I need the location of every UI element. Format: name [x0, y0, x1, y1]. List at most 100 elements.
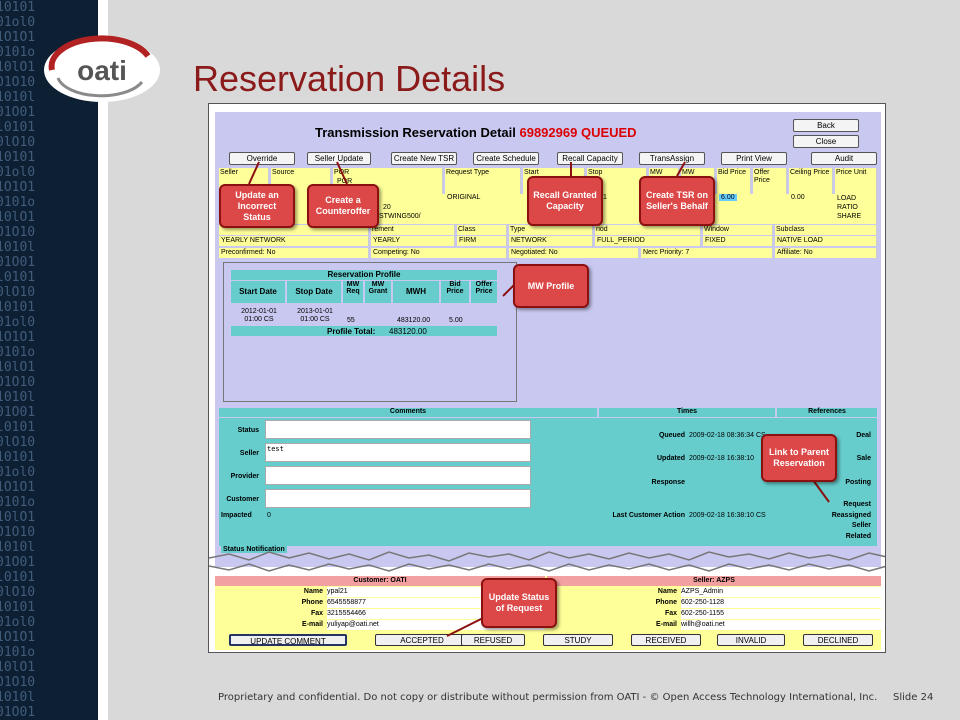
comments-header: Comments — [219, 408, 597, 417]
update-comment-button[interactable]: UPDATE COMMENT — [229, 634, 347, 646]
customer-name-label: Name — [303, 588, 323, 595]
svc-val-3: NETWORK — [509, 236, 593, 246]
seller-header: Seller: AZPS — [547, 576, 881, 586]
svc-hdr-subclass: Subclass — [775, 225, 877, 235]
request-type-value: ORIGINAL — [447, 194, 481, 201]
svc-val-0: YEARLY NETWORK — [219, 236, 369, 246]
print-view-button[interactable]: Print View — [721, 152, 787, 165]
svc-val-2: FIRM — [457, 236, 507, 246]
profile-total-row — [231, 326, 497, 336]
callout-recall: Recall Granted Capacity — [527, 176, 603, 226]
ref-request: Request — [843, 501, 871, 508]
svc-hdr-type: Type — [509, 225, 593, 235]
last-action-label: Last Customer Action — [612, 512, 685, 519]
svc-hdr-0 — [219, 225, 369, 235]
declined-button[interactable]: DECLINED — [803, 634, 873, 646]
hdr-price-unit: Price Unit — [835, 168, 877, 194]
back-button[interactable]: Back — [793, 119, 859, 132]
customer-phone-value: 6545558877 — [327, 598, 545, 608]
svc-hdr-class: Class — [457, 225, 507, 235]
oati-logo: oati — [44, 35, 160, 102]
ref-posting: Posting — [845, 479, 871, 486]
profile-hdr-bid: Bid Price — [441, 281, 469, 303]
reservation-panel: Transmission Reservation Detail 69892969… — [215, 112, 881, 567]
hdr-bid: Bid Price — [717, 168, 751, 194]
updated-value: 2009-02-18 16:38:10 — [689, 455, 754, 462]
seller-email-label: E-mail — [655, 621, 677, 628]
callout-mw-profile: MW Profile — [513, 264, 589, 308]
seller-name-label: Name — [657, 588, 677, 595]
refused-button[interactable]: REFUSED — [461, 634, 525, 646]
updated-label: Updated — [657, 455, 685, 462]
received-button[interactable]: RECEIVED — [631, 634, 701, 646]
flag-affiliate: Affiliate: No — [775, 248, 877, 258]
profile-mwh-value: 483120.00 — [397, 317, 431, 324]
customer-header: Customer: OATI — [215, 576, 545, 586]
close-button[interactable]: Close — [793, 135, 859, 148]
refs-header: References — [777, 408, 877, 417]
callout-create-tsr: Create TSR on Seller's Behalf — [639, 176, 715, 226]
flag-nerc-priority: Nerc Priority: 7 — [641, 248, 773, 258]
ref-related: Related — [845, 533, 871, 540]
profile-total-value: 483120.00 — [389, 327, 427, 336]
last-action-value: 2009-02-18 16:38:10 CS — [689, 512, 766, 519]
invalid-button[interactable]: INVALID — [717, 634, 785, 646]
seller-comment-label: Seller — [239, 450, 259, 457]
ref-reassigned: Reassigned — [831, 512, 871, 519]
profile-mwreq-value: 55 — [347, 317, 355, 324]
profile-hdr-mwreq: MW Req — [343, 281, 363, 303]
recall-capacity-button[interactable]: Recall Capacity — [557, 152, 623, 165]
profile-title: Reservation Profile — [231, 270, 497, 280]
svc-val-1: YEARLY — [371, 236, 455, 246]
provider-comment-label: Provider — [230, 473, 259, 480]
customer-fax-value: 3215554466 — [327, 609, 545, 619]
profile-hdr-stop: Stop Date — [287, 281, 341, 303]
callout-counteroffer: Create a Counteroffer — [307, 184, 379, 228]
app-screenshot: Transmission Reservation Detail 69892969… — [208, 103, 886, 653]
callout-incorrect-status: Update an Incorrect Status — [219, 184, 295, 228]
response-label: Response — [651, 479, 685, 486]
queued-label: Queued — [658, 432, 685, 439]
provider-comment-field[interactable] — [265, 466, 531, 485]
status-comment-label: Status — [237, 427, 259, 434]
profile-hdr-mwh: MWH — [393, 281, 439, 303]
callout-update-status: Update Status of Request — [481, 578, 557, 628]
slide-number: Slide 24 — [893, 692, 934, 703]
create-new-tsr-button[interactable]: Create New TSR — [391, 152, 457, 165]
customer-name-value: ypal21 — [327, 587, 545, 597]
override-button[interactable]: Override — [229, 152, 295, 165]
status-comment-field[interactable] — [265, 420, 531, 439]
hdr-request-type: Request Type — [445, 168, 521, 194]
customer-comment-label: Customer — [226, 496, 259, 503]
ref-deal: Deal — [856, 432, 871, 439]
profile-bid-value: 5.00 — [449, 317, 463, 324]
audit-button[interactable]: Audit — [811, 152, 877, 165]
profile-stop-value: 2013-01-01 01:00 CS — [297, 308, 333, 323]
seller-comment-field[interactable]: test — [265, 443, 531, 462]
customer-comment-field[interactable] — [265, 489, 531, 508]
svc-val-6: NATIVE LOAD — [775, 236, 877, 246]
flag-preconfirmed: Preconfirmed: No — [219, 248, 369, 258]
ref-seller: Seller — [851, 522, 871, 529]
ref-sale: Sale — [856, 455, 871, 462]
status-notification-label: Status Notification — [221, 546, 287, 553]
profile-start-value: 2012-01-01 01:00 CS — [241, 308, 277, 323]
transassign-button[interactable]: TransAssign — [639, 152, 705, 165]
svc-val-4: FULL_PERIOD — [595, 236, 701, 246]
torn-edge — [209, 551, 885, 572]
times-header: Times — [599, 408, 775, 417]
svc-hdr-1: rement — [371, 225, 455, 235]
profile-total-label: Profile Total: — [327, 327, 376, 336]
col-fragment: 20 — [383, 204, 391, 211]
profile-hdr-mwgrant: MW Grant — [365, 281, 391, 303]
seller-phone-value: 602-250-1128 — [681, 598, 881, 608]
create-schedule-button[interactable]: Create Schedule — [473, 152, 539, 165]
svc-hdr-period: riod — [595, 225, 701, 235]
page-heading: Transmission Reservation Detail 69892969… — [315, 125, 637, 140]
study-button[interactable]: STUDY — [543, 634, 613, 646]
path-fragment: STWING500/ — [379, 213, 421, 220]
hdr-offer: Offer Price — [753, 168, 787, 194]
customer-fax-label: Fax — [310, 610, 323, 617]
callout-link-parent: Link to Parent Reservation — [761, 434, 837, 482]
